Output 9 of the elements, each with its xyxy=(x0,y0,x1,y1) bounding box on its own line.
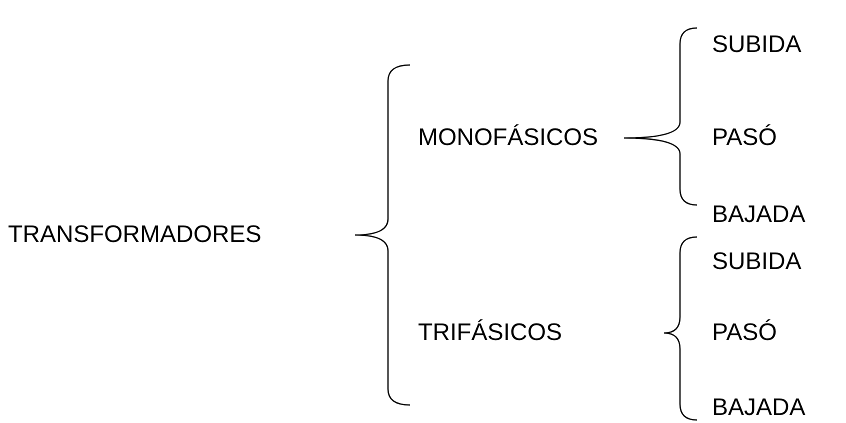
category-label: SUBIDA xyxy=(712,250,802,274)
category-label: MONOFÁSICOS xyxy=(418,126,598,150)
category-label: TRANSFORMADORES xyxy=(8,223,262,247)
category-label: BAJADA xyxy=(712,396,806,420)
category-label: BAJADA xyxy=(712,203,806,227)
category-label: SUBIDA xyxy=(712,33,802,57)
category-label: PASÓ xyxy=(712,321,777,345)
category-label: TRIFÁSICOS xyxy=(418,321,562,345)
category-label: PASÓ xyxy=(712,126,777,150)
